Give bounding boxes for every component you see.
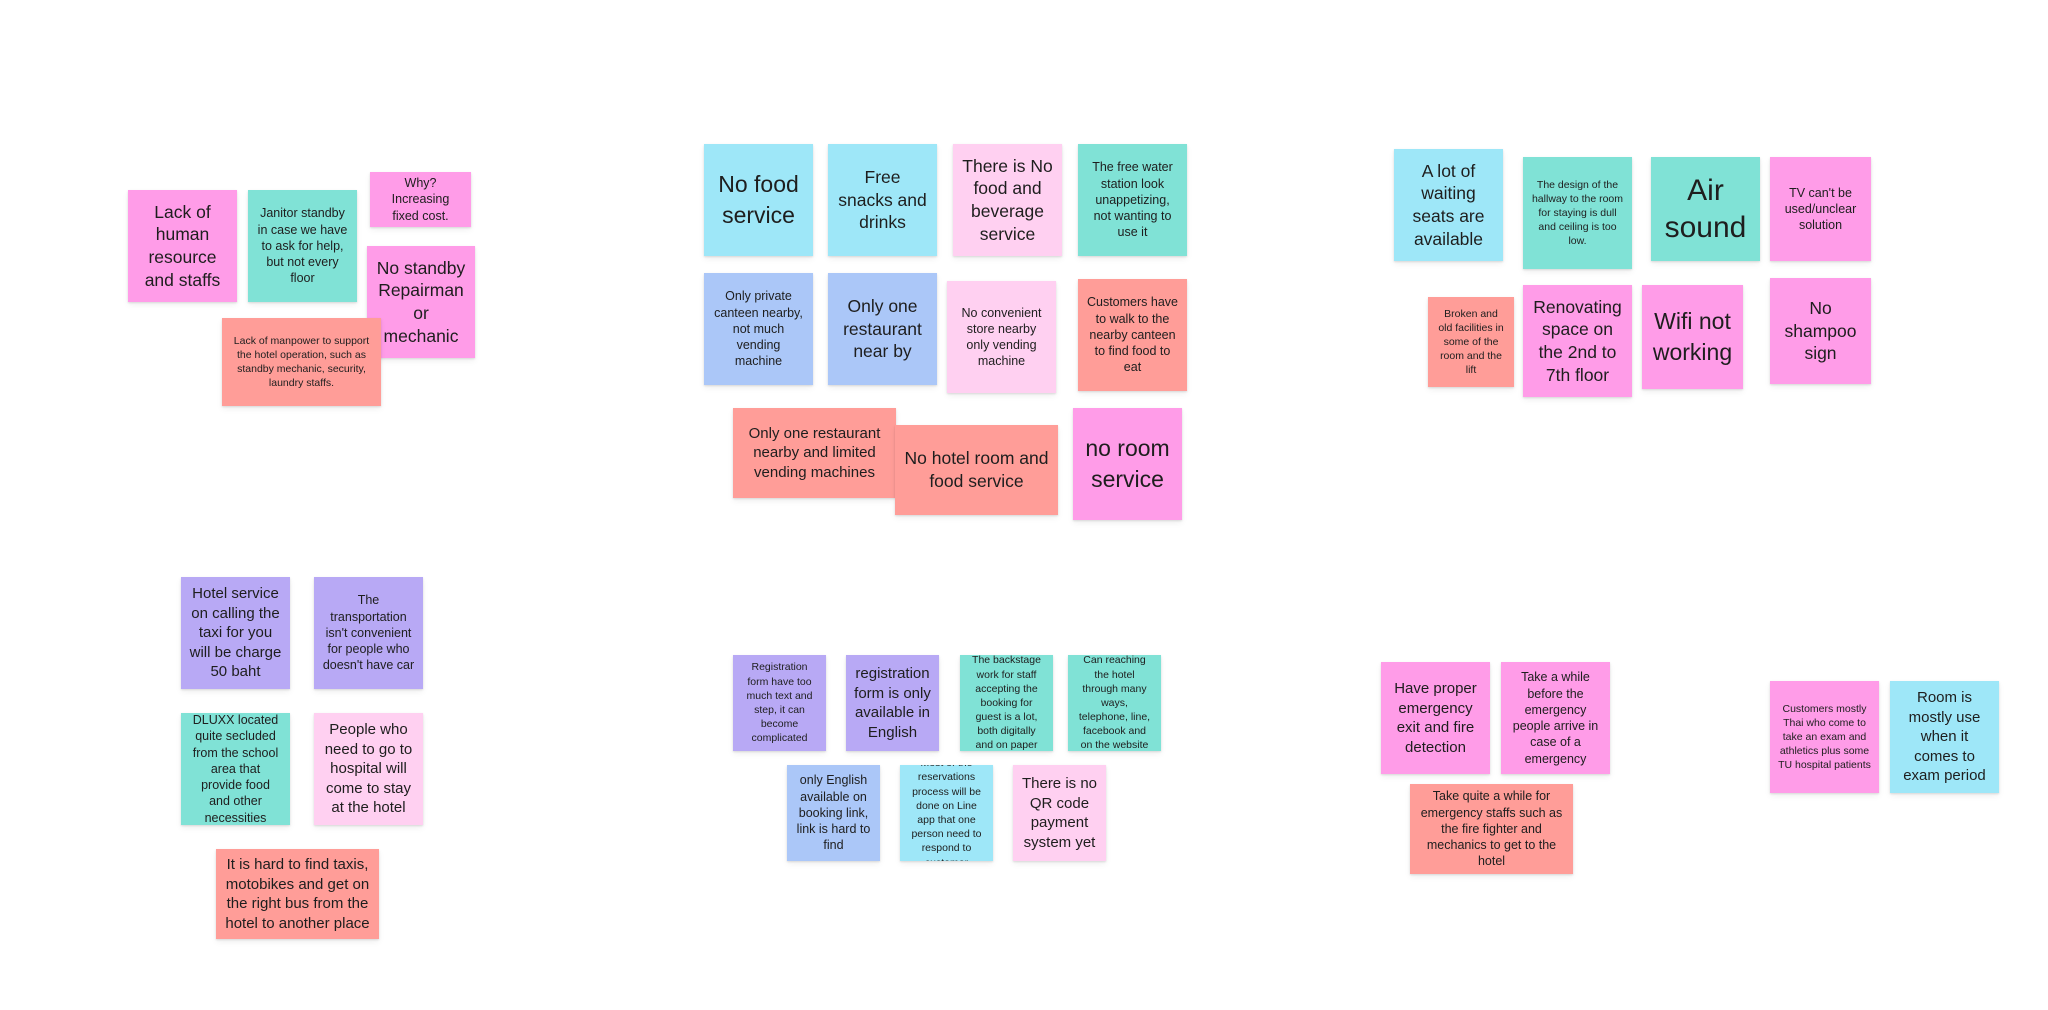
sticky-note-dluxx-secluded[interactable]: DLUXX located quite secluded from the sc… [181, 713, 290, 825]
sticky-note-hospital-visitors[interactable]: People who need to go to hospital will c… [314, 713, 423, 825]
sticky-note-hard-to-find-taxis[interactable]: It is hard to find taxis, motobikes and … [216, 849, 379, 939]
sticky-note-renovating-space[interactable]: Renovating space on the 2nd to 7th floor [1523, 285, 1632, 397]
sticky-note-only-private-canteen[interactable]: Only private canteen nearby, not much ve… [704, 273, 813, 385]
sticky-note-limited-vending-machines[interactable]: Only one restaurant nearby and limited v… [733, 408, 896, 498]
sticky-note-no-shampoo-sign[interactable]: No shampoo sign [1770, 278, 1871, 384]
sticky-note-emergency-exit[interactable]: Have proper emergency exit and fire dete… [1381, 662, 1490, 774]
sticky-note-no-convenient-store[interactable]: No convenient store nearby only vending … [947, 281, 1056, 393]
sticky-note-no-hotel-room-and-food-service[interactable]: No hotel room and food service [895, 425, 1058, 515]
sticky-note-air-sound[interactable]: Air sound [1651, 157, 1760, 261]
sticky-note-no-qr-payment[interactable]: There is no QR code payment system yet [1013, 765, 1106, 861]
sticky-note-janitor-standby[interactable]: Janitor standby in case we have to ask f… [248, 190, 357, 302]
sticky-note-registration-form-complicated[interactable]: Registration form have too much text and… [733, 655, 826, 751]
sticky-note-wifi-not-working[interactable]: Wifi not working [1642, 285, 1743, 389]
sticky-note-broken-old-facilities[interactable]: Broken and old facilities in some of the… [1428, 297, 1514, 387]
sticky-note-emergency-staff-delay[interactable]: Take quite a while for emergency staffs … [1410, 784, 1573, 874]
sticky-note-no-food-service[interactable]: No food service [704, 144, 813, 256]
sticky-note-no-room-service[interactable]: no room service [1073, 408, 1182, 520]
sticky-note-no-standby-repairman[interactable]: No standby Repairman or mechanic [367, 246, 475, 358]
sticky-note-booking-link-english-only[interactable]: only English available on booking link, … [787, 765, 880, 861]
sticky-note-lack-of-human-resource[interactable]: Lack of human resource and staffs [128, 190, 237, 302]
sticky-note-exam-period-usage[interactable]: Room is mostly use when it comes to exam… [1890, 681, 1999, 793]
sticky-note-free-water-station[interactable]: The free water station look unappetizing… [1078, 144, 1187, 256]
sticky-note-registration-english-only[interactable]: registration form is only available in E… [846, 655, 939, 751]
sticky-note-only-one-restaurant-near-by[interactable]: Only one restaurant near by [828, 273, 937, 385]
sticky-note-backstage-work[interactable]: The backstage work for staff accepting t… [960, 655, 1053, 751]
sticky-note-waiting-seats[interactable]: A lot of waiting seats are available [1394, 149, 1503, 261]
sticky-note-tv-cant-be-used[interactable]: TV can't be used/unclear solution [1770, 157, 1871, 261]
sticky-note-increasing-fixed-cost[interactable]: Why? Increasing fixed cost. [370, 172, 471, 227]
sticky-note-lack-of-manpower[interactable]: Lack of manpower to support the hotel op… [222, 318, 381, 406]
sticky-note-walk-to-canteen[interactable]: Customers have to walk to the nearby can… [1078, 279, 1187, 391]
sticky-note-emergency-response-time[interactable]: Take a while before the emergency people… [1501, 662, 1610, 774]
sticky-note-free-snacks-and-drinks[interactable]: Free snacks and drinks [828, 144, 937, 256]
sticky-note-no-food-and-beverage-service[interactable]: There is No food and beverage service [953, 144, 1062, 256]
sticky-note-many-contact-channels[interactable]: Can reaching the hotel through many ways… [1068, 655, 1161, 751]
sticky-note-customer-profile[interactable]: Customers mostly Thai who come to take a… [1770, 681, 1879, 793]
sticky-note-transportation-inconvenient[interactable]: The transportation isn't convenient for … [314, 577, 423, 689]
sticky-note-taxi-service-charge[interactable]: Hotel service on calling the taxi for yo… [181, 577, 290, 689]
sticky-note-hallway-design[interactable]: The design of the hallway to the room fo… [1523, 157, 1632, 269]
sticky-note-line-app-reservations[interactable]: Most of the reservations process will be… [900, 765, 993, 861]
